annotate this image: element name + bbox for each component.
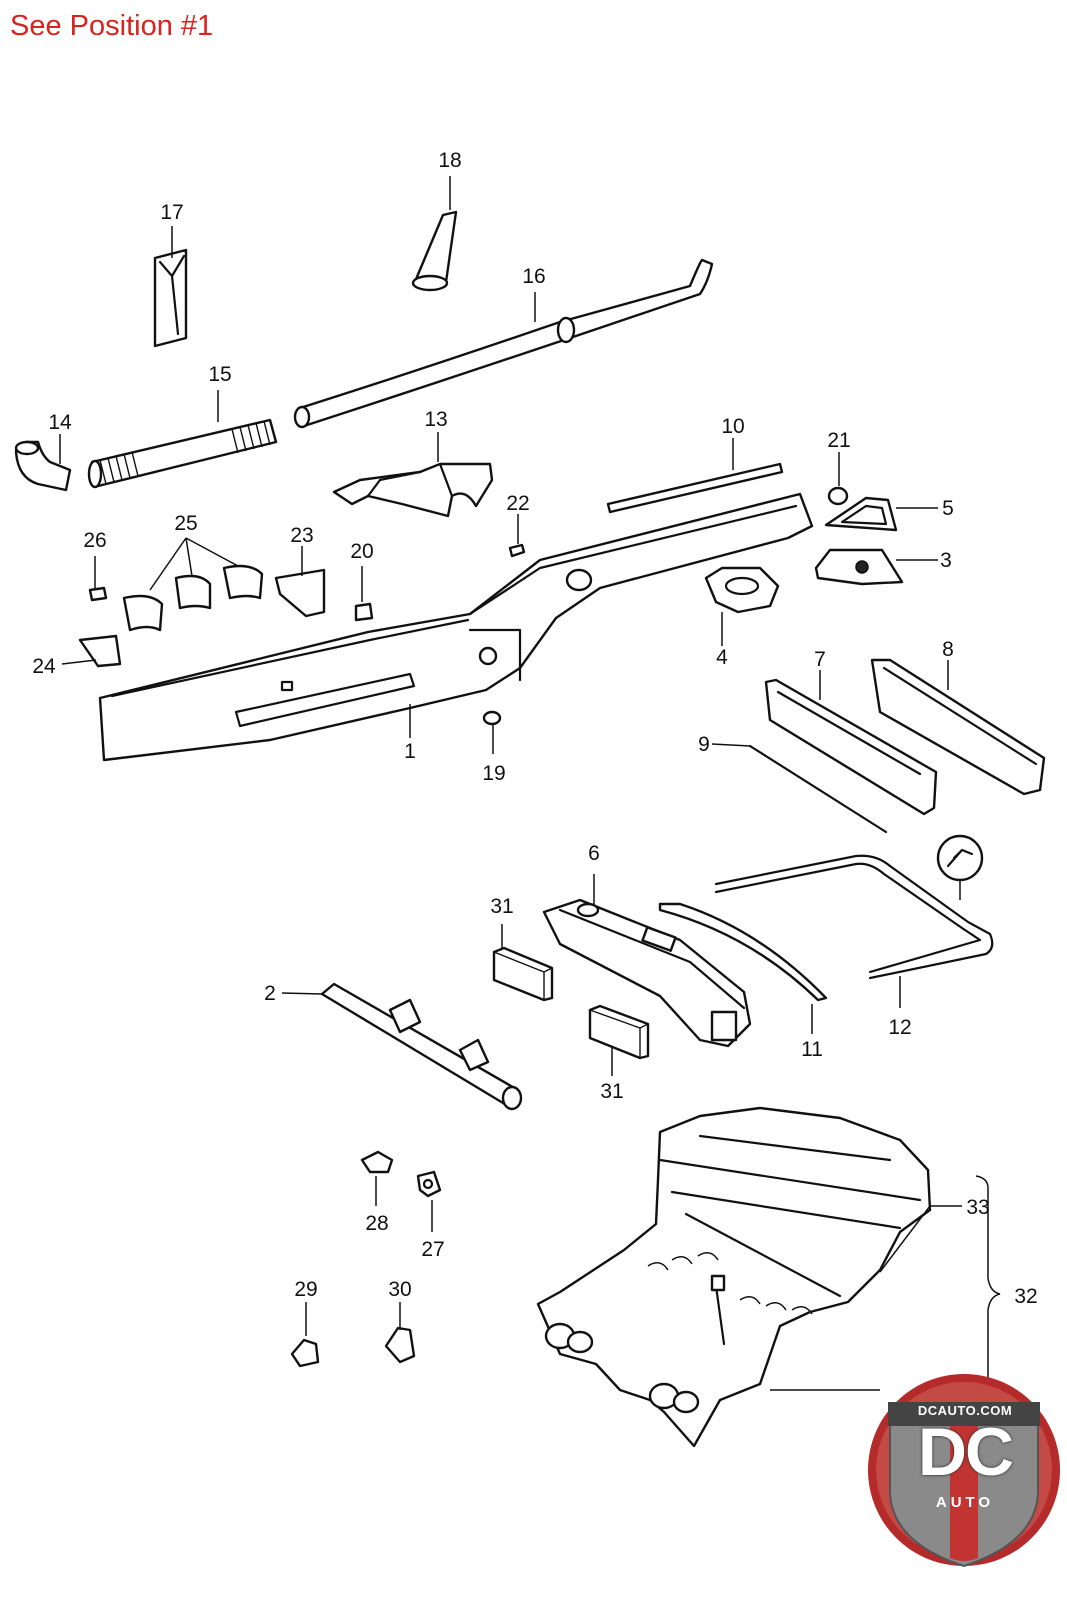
callout-14: 14 [48, 411, 72, 434]
callout-32: 32 [1014, 1285, 1037, 1308]
part-26-bolt [88, 586, 108, 602]
part-17-pillar-bracket [153, 248, 188, 348]
callout-18: 18 [438, 149, 461, 172]
callout-27: 27 [421, 1238, 444, 1261]
part-3-bracket-plate [814, 548, 904, 586]
part-27-clip [416, 1170, 442, 1198]
callout-15: 15 [208, 363, 231, 386]
part-12-frame-seal [714, 834, 994, 980]
part-20-stud [354, 602, 374, 622]
callout-10: 10 [721, 415, 744, 438]
part-8-side-panel [870, 658, 1046, 796]
callout-16: 16 [522, 265, 545, 288]
part-13-tunnel-cover [332, 462, 494, 518]
part-28-clip [360, 1150, 394, 1174]
callout-7: 7 [814, 648, 826, 671]
callout-8: 8 [942, 638, 954, 661]
part-11-curved-seal [658, 902, 828, 1002]
part-5-gasket [824, 496, 898, 532]
callout-17: 17 [160, 201, 183, 224]
callout-2: 2 [264, 982, 276, 1005]
callout-29: 29 [294, 1278, 317, 1301]
part-4-mount [704, 566, 780, 614]
part-1-chassis-frame [98, 492, 814, 762]
see-position-note: See Position #1 [10, 10, 214, 42]
callout-11: 11 [801, 1038, 823, 1061]
part-7-side-panel [764, 678, 938, 816]
callout-23: 23 [290, 524, 313, 547]
part-22-pin [508, 543, 526, 558]
callout-24: 24 [32, 655, 56, 678]
part-18-cone-boot [411, 210, 458, 292]
callout-20: 20 [350, 540, 373, 563]
callout-3: 3 [940, 549, 952, 572]
callout-6: 6 [588, 842, 600, 865]
logo-brand-text: DCAUTO.COM [917, 1403, 1013, 1418]
logo-sub-text: AUTO [935, 1494, 995, 1511]
callout-12: 12 [888, 1016, 911, 1039]
callout-21: 21 [827, 429, 850, 452]
part-9-rod [748, 744, 888, 834]
callout-13: 13 [424, 408, 447, 431]
callout-9: 9 [698, 733, 710, 756]
callout-30: 30 [388, 1278, 411, 1301]
callout-31b: 31 [600, 1080, 623, 1103]
callout-33: 33 [966, 1196, 989, 1219]
part-24-bracket [78, 634, 122, 668]
callout-28: 28 [365, 1212, 388, 1235]
part-29-clip [290, 1338, 320, 1368]
part-10-seal-strip [606, 462, 784, 514]
logo-mark-text: DC [917, 1414, 1014, 1490]
callout-31a: 31 [490, 895, 513, 918]
callout-5: 5 [942, 497, 954, 520]
dcauto-logo-icon [868, 1374, 1060, 1568]
part-6-crossmember [542, 898, 752, 1048]
part-31-foam-block [492, 946, 554, 1002]
part-30-clip [384, 1326, 416, 1364]
callout-1: 1 [404, 740, 416, 763]
part-23-bracket [274, 568, 326, 618]
part-15-corrugated-hose [87, 418, 278, 489]
callout-25: 25 [174, 512, 197, 535]
callout-19: 19 [482, 762, 505, 785]
callout-26: 26 [83, 529, 106, 552]
part-2-tube [320, 982, 523, 1111]
part-25-clamps [122, 564, 264, 632]
part-14-elbow [14, 440, 72, 492]
callout-4: 4 [716, 646, 728, 669]
part-21-grommet [827, 486, 849, 506]
part-19-grommet [482, 710, 502, 726]
part-31-foam-block-2 [588, 1004, 650, 1060]
callout-22: 22 [506, 492, 529, 515]
part-16-long-tube [293, 258, 714, 429]
part-32-33-floor-assembly [536, 1106, 932, 1448]
